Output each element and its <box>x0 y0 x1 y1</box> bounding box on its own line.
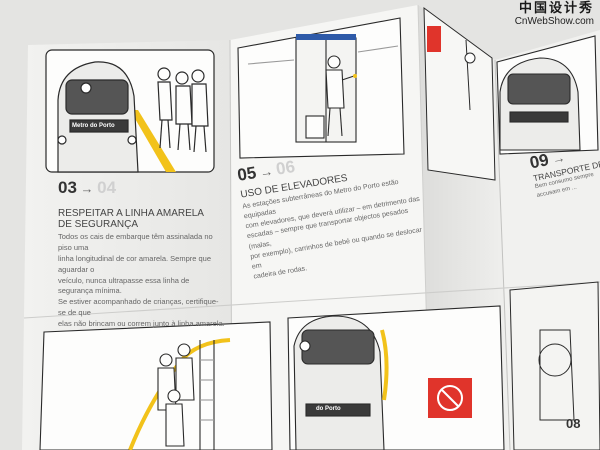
illustration-elevator <box>237 17 405 159</box>
illustration-train-right <box>496 35 599 155</box>
illustration-bottom-right <box>509 281 600 450</box>
panel-03-title: RESPEITAR A LINHA AMARELA DE SEGURANÇA <box>58 208 226 230</box>
illustration-train-platform <box>45 49 215 173</box>
arrow-icon: → <box>255 162 278 181</box>
title-line: DE SEGURANÇA <box>58 219 139 230</box>
step-number: 03 <box>58 178 77 197</box>
illustration-fold-panel <box>423 6 496 181</box>
next-step-number: 04 <box>97 178 117 197</box>
panel-03-number: 03 → 04 <box>58 178 226 198</box>
panel-03-text: 03 → 04 RESPEITAR A LINHA AMARELA DE SEG… <box>58 178 226 330</box>
watermark-url: CnWebShow.com <box>514 16 594 28</box>
body-line: Todos os cais de embarque têm assinalada… <box>58 232 213 252</box>
arrow-icon: → <box>76 181 98 196</box>
arrow-icon: → <box>547 149 567 168</box>
title-line: RESPEITAR A LINHA AMARELA <box>58 208 204 219</box>
train-sign: Metro do Porto <box>72 123 115 129</box>
body-line: veículo, nunca ultrapasse essa linha de … <box>58 275 190 296</box>
illustration-escalator <box>39 321 273 450</box>
body-line: linha longitudinal de cor amarela. Sempr… <box>58 253 212 274</box>
watermark-chinese: 中国设计秀 <box>518 1 594 16</box>
body-line: elas não brincam ou correm junto à linha… <box>58 319 225 328</box>
panel-03-body: Todos os cais de embarque têm assinalada… <box>58 232 226 330</box>
bottom-train-sign: do Porto <box>316 406 341 412</box>
illustration-train-bottom <box>287 305 505 450</box>
panel-08-number: 08 <box>566 416 581 431</box>
body-line: Se estiver acompanhado de crianças, cert… <box>58 297 219 318</box>
next-step-number: 06 <box>274 156 297 179</box>
watermark: 中国设计秀 CnWebShow.com <box>500 1 594 28</box>
